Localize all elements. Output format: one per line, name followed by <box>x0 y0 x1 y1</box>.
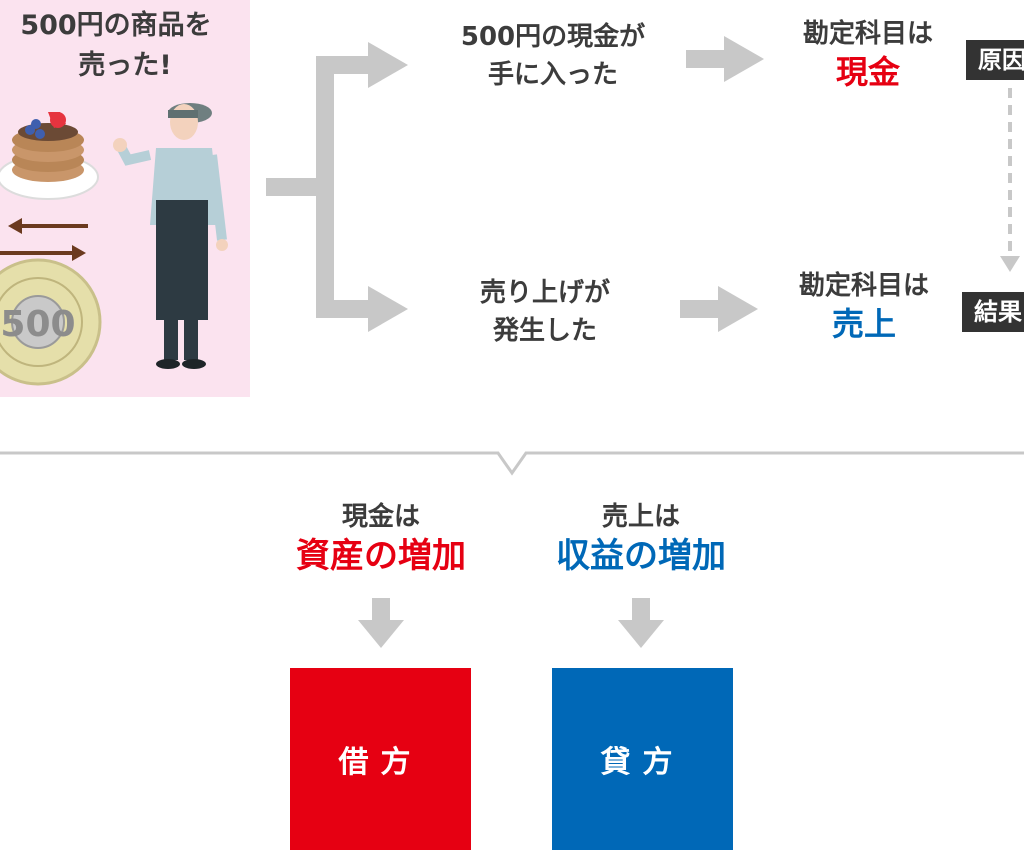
down-arrow-left-icon <box>358 598 404 648</box>
event-top-line1: 500円の現金が <box>460 22 646 52</box>
scene-title: 500円の商品を 売った! <box>0 6 250 86</box>
coin-500-text: 500 <box>0 304 75 345</box>
arrow-to-account-bottom-icon <box>680 286 758 332</box>
result-left-effect: 資産の増加 <box>296 536 466 576</box>
shopkeeper-illustration <box>113 103 228 369</box>
event-bottom-line1: 売り上げが <box>479 278 610 308</box>
debit-box: 借方 <box>290 668 471 850</box>
debit-label: 借方 <box>338 745 423 780</box>
event-bottom-line2: 発生した <box>492 316 597 346</box>
pancake-illustration <box>0 112 99 200</box>
credit-box: 貸方 <box>552 668 733 850</box>
event-top-line2: 手に入った <box>487 60 618 90</box>
scene-title-line2: 売った! <box>78 50 172 81</box>
account-bottom-value: 売上 <box>831 305 896 343</box>
result-left: 現金は 資産の増加 <box>270 500 492 578</box>
result-right-subject: 売上は <box>601 502 680 532</box>
down-arrow-right-icon <box>618 598 664 648</box>
arrow-to-account-top-icon <box>686 36 764 82</box>
branch-arrow-icon <box>266 42 408 332</box>
coin-500-icon: 500 <box>0 258 102 386</box>
effect-tag: 結果 <box>962 292 1024 332</box>
result-right: 売上は 収益の増加 <box>530 500 752 578</box>
divider-line <box>0 451 1024 476</box>
scene-title-line1: 500円の商品を <box>20 10 212 41</box>
account-top: 勘定科目は 現金 <box>770 16 966 92</box>
event-bottom: 売り上げが 発生した <box>440 274 650 350</box>
cause-effect-dashed-arrow-icon <box>1000 88 1020 272</box>
exchange-arrows-icon <box>0 218 88 261</box>
account-bottom: 勘定科目は 売上 <box>766 268 962 344</box>
credit-label: 貸方 <box>600 745 685 780</box>
account-top-value: 現金 <box>835 53 900 91</box>
result-right-effect: 収益の増加 <box>556 536 726 576</box>
account-top-label: 勘定科目は <box>802 19 933 49</box>
cause-tag: 原因 <box>966 40 1024 80</box>
account-bottom-label: 勘定科目は <box>798 271 929 301</box>
result-left-subject: 現金は <box>341 502 420 532</box>
event-top: 500円の現金が 手に入った <box>420 18 686 94</box>
